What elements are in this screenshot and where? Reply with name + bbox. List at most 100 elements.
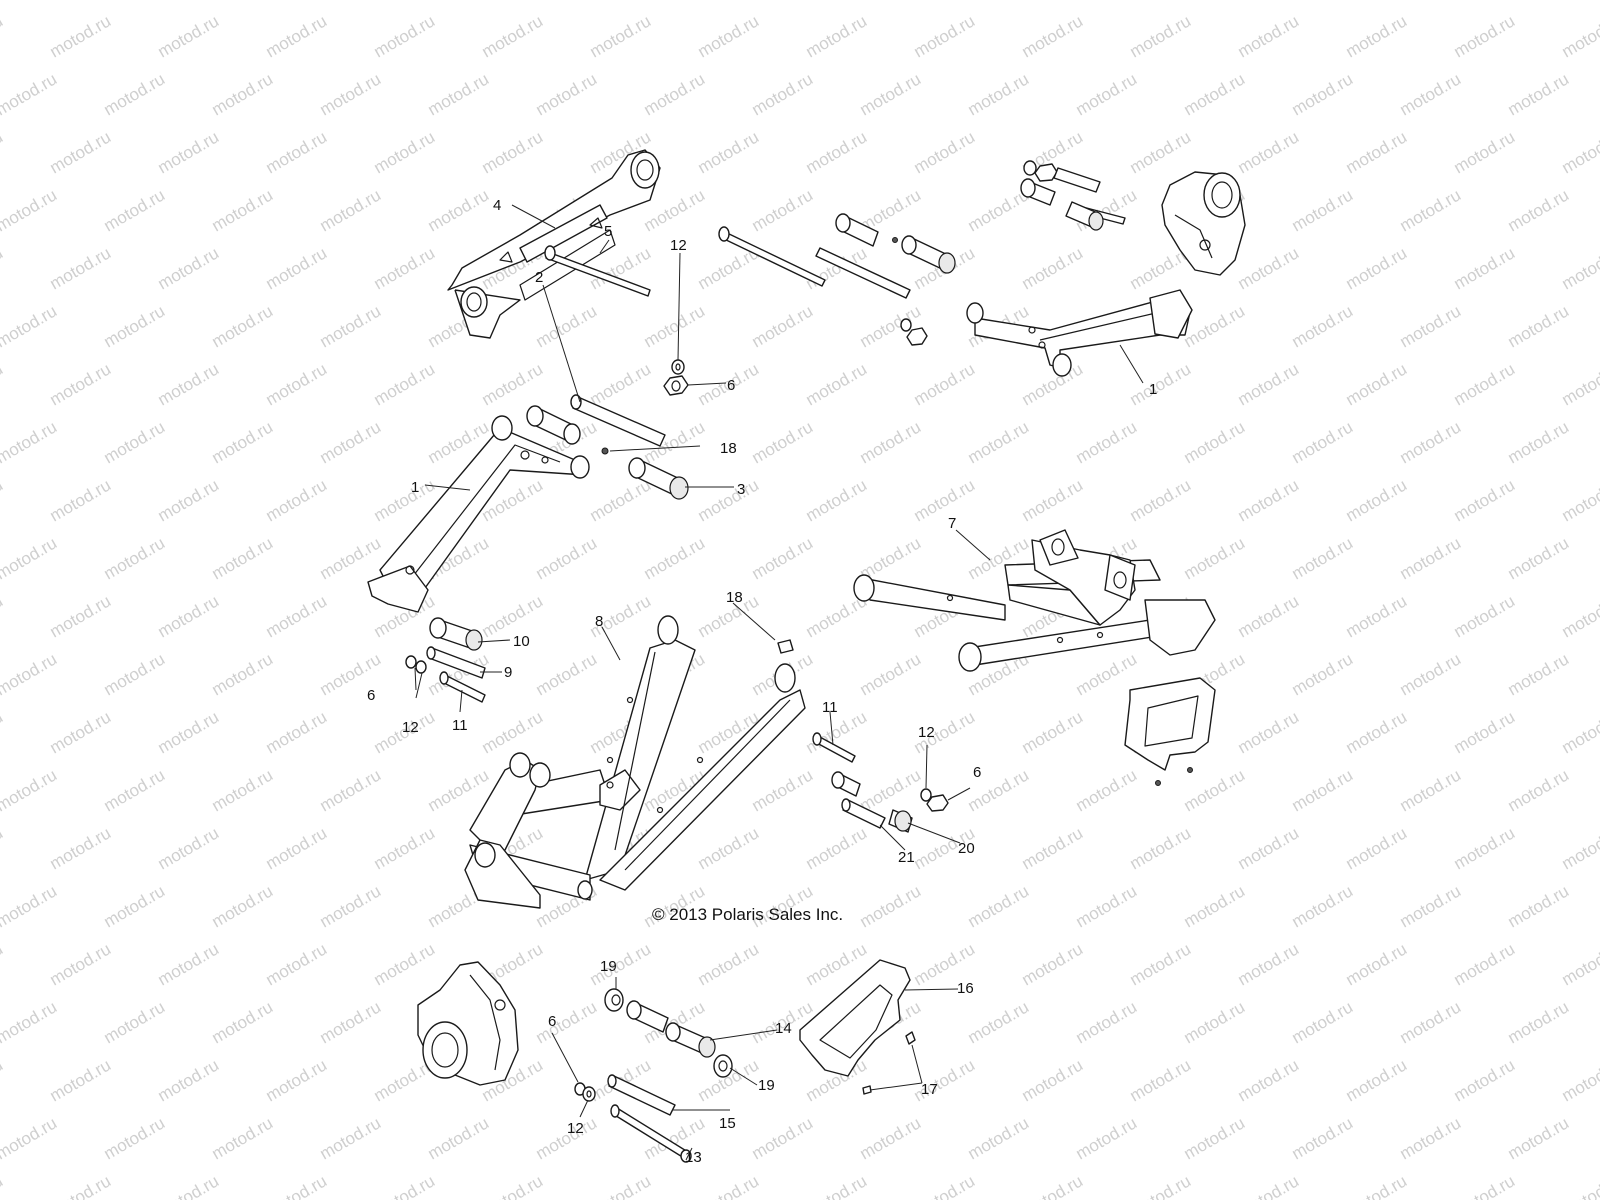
part-4-bracket-plate bbox=[447, 149, 661, 339]
watermark-text: motod.ru bbox=[1397, 649, 1465, 699]
watermark-text: motod.ru bbox=[695, 11, 763, 61]
part-8-trailing-frame bbox=[464, 615, 806, 909]
watermark-text: motod.ru bbox=[1235, 939, 1303, 989]
watermark-text: motod.ru bbox=[479, 359, 547, 409]
callout-16: 16 bbox=[957, 980, 974, 997]
watermark-text: motod.ru bbox=[1289, 185, 1357, 235]
watermark-text: motod.ru bbox=[1343, 243, 1411, 293]
watermark-text: motod.ru bbox=[1127, 127, 1195, 177]
part-5-bolt bbox=[544, 245, 651, 297]
watermark-text: motod.ru bbox=[155, 1171, 223, 1200]
callout-6: 6 bbox=[973, 764, 981, 781]
watermark-text: motod.ru bbox=[1451, 1171, 1519, 1200]
callout-18: 18 bbox=[726, 589, 743, 606]
watermark-text: motod.ru bbox=[209, 1113, 277, 1163]
watermark-text: motod.ru bbox=[1073, 0, 1141, 3]
watermark-text: motod.ru bbox=[1289, 881, 1357, 931]
watermark-text: motod.ru bbox=[911, 127, 979, 177]
watermark-text: motod.ru bbox=[1397, 881, 1465, 931]
watermark-text: motod.ru bbox=[695, 939, 763, 989]
watermark-text: motod.ru bbox=[1235, 359, 1303, 409]
copyright-notice: © 2013 Polaris Sales Inc. bbox=[652, 905, 843, 924]
watermark-text: motod.ru bbox=[0, 1171, 6, 1200]
watermark-text: motod.ru bbox=[695, 823, 763, 873]
watermark-text: motod.ru bbox=[1505, 765, 1573, 815]
watermark-text: motod.ru bbox=[1073, 69, 1141, 119]
watermark-text: motod.ru bbox=[1451, 127, 1519, 177]
watermark-text: motod.ru bbox=[1505, 649, 1573, 699]
watermark-text: motod.ru bbox=[479, 11, 547, 61]
watermark-text: motod.ru bbox=[0, 1113, 60, 1163]
knuckle-upper-right bbox=[1161, 171, 1246, 276]
watermark-text: motod.ru bbox=[479, 707, 547, 757]
watermark-text: motod.ru bbox=[0, 1055, 6, 1105]
watermark-text: motod.ru bbox=[1181, 765, 1249, 815]
watermark-text: motod.ru bbox=[209, 881, 277, 931]
callout-labels: 1 1 2 3 4 5 6 6 6 6 7 8 9 10 11 11 12 12… bbox=[367, 197, 1157, 1166]
watermark-text: motod.ru bbox=[911, 475, 979, 525]
watermark-text: motod.ru bbox=[0, 533, 60, 583]
part-18-grease-fitting-mid bbox=[777, 639, 794, 654]
watermark-text: motod.ru bbox=[1235, 475, 1303, 525]
watermark-text: motod.ru bbox=[911, 11, 979, 61]
watermark-text: motod.ru bbox=[749, 1113, 817, 1163]
callout-12: 12 bbox=[670, 237, 687, 254]
watermark-text: motod.ru bbox=[749, 301, 817, 351]
watermark-text: motod.ru bbox=[209, 69, 277, 119]
part-14-bushing bbox=[665, 1022, 716, 1058]
watermark-text: motod.ru bbox=[1559, 359, 1600, 409]
watermark-text: motod.ru bbox=[1019, 359, 1087, 409]
part-11-bolt-mid bbox=[812, 732, 856, 763]
watermark-text: motod.ru bbox=[47, 939, 115, 989]
watermark-text: motod.ru bbox=[47, 11, 115, 61]
watermark-text: motod.ru bbox=[857, 1113, 925, 1163]
part-9-pin bbox=[426, 646, 486, 679]
watermark-text: motod.ru bbox=[1451, 1055, 1519, 1105]
watermark-text: motod.ru bbox=[1235, 127, 1303, 177]
watermark-text: motod.ru bbox=[1505, 0, 1573, 3]
watermark-text: motod.ru bbox=[0, 127, 6, 177]
part-7-frame bbox=[853, 529, 1216, 672]
upper-right-long-bolt bbox=[718, 226, 826, 287]
callout-19: 19 bbox=[758, 1077, 775, 1094]
watermark-text: motod.ru bbox=[1505, 417, 1573, 467]
watermark-text: motod.ru bbox=[263, 823, 331, 873]
watermark-text: motod.ru bbox=[1289, 997, 1357, 1047]
watermark-text: motod.ru bbox=[101, 533, 169, 583]
callout-10: 10 bbox=[513, 633, 530, 650]
watermark-text: motod.ru bbox=[1505, 997, 1573, 1047]
watermark-text: motod.ru bbox=[0, 301, 60, 351]
watermark-text: motod.ru bbox=[1235, 243, 1303, 293]
watermark-text: motod.ru bbox=[1343, 1171, 1411, 1200]
watermark-text: motod.ru bbox=[965, 1113, 1033, 1163]
watermark-text: motod.ru bbox=[0, 823, 6, 873]
watermark-text: motod.ru bbox=[857, 765, 925, 815]
watermark-text: motod.ru bbox=[1127, 1171, 1195, 1200]
watermark-text: motod.ru bbox=[749, 0, 817, 3]
watermark-text: motod.ru bbox=[1559, 127, 1600, 177]
callout-18: 18 bbox=[720, 440, 737, 457]
watermark-text: motod.ru bbox=[1559, 939, 1600, 989]
watermark-text: motod.ru bbox=[1505, 185, 1573, 235]
callout-6: 6 bbox=[548, 1013, 556, 1030]
watermark-text: motod.ru bbox=[101, 417, 169, 467]
watermark-text: motod.ru bbox=[587, 11, 655, 61]
part-15-sleeve bbox=[607, 1074, 676, 1116]
watermark-text: motod.ru bbox=[317, 1113, 385, 1163]
watermark-text: motod.ru bbox=[209, 533, 277, 583]
part-20-bushing bbox=[888, 809, 913, 833]
watermark-text: motod.ru bbox=[425, 765, 493, 815]
watermark-text: motod.ru bbox=[425, 0, 493, 3]
watermark-text: motod.ru bbox=[209, 0, 277, 3]
watermark-text: motod.ru bbox=[1559, 1171, 1600, 1200]
watermark-text: motod.ru bbox=[1451, 475, 1519, 525]
watermark-text: motod.ru bbox=[47, 1055, 115, 1105]
watermark-text: motod.ru bbox=[1073, 1113, 1141, 1163]
watermark-text: motod.ru bbox=[155, 359, 223, 409]
watermark-text: motod.ru bbox=[0, 939, 6, 989]
top-right-hardware bbox=[1020, 160, 1126, 231]
callout-13: 13 bbox=[685, 1149, 702, 1166]
watermark-text: motod.ru bbox=[47, 707, 115, 757]
watermark-text: motod.ru bbox=[371, 243, 439, 293]
watermark-text: motod.ru bbox=[1451, 823, 1519, 873]
